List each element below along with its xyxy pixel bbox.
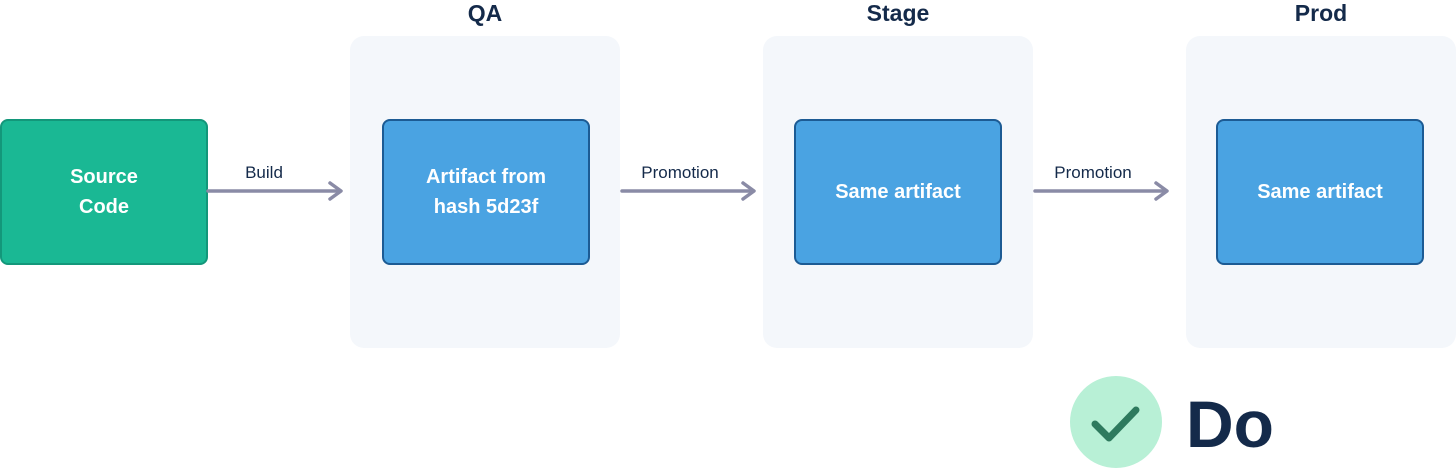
promotion-edge-label-1: Promotion [641,163,719,182]
source-code-label: Source Code [70,166,138,218]
promotion-edge-label-2: Promotion [1054,163,1132,182]
stage-label-stage: Stage [866,0,930,26]
build-edge-label: Build [245,163,283,182]
stage-label-qa: QA [467,0,503,26]
promotion-arrow-qa-to-stage [620,181,756,201]
promotion-arrow-stage-to-prod [1033,181,1169,201]
prod-artifact-node: Same artifact [1216,119,1424,265]
verdict-label: Do [1186,387,1274,461]
stage-label-prod: Prod [1294,0,1348,26]
qa-artifact-node: Artifact from hash 5d23f [382,119,590,265]
build-arrow [206,181,343,201]
do-badge [1070,376,1162,468]
stage-artifact-node: Same artifact [794,119,1002,265]
stage-artifact-label: Same artifact [835,181,961,203]
source-code-node: Source Code [0,119,208,265]
prod-artifact-label: Same artifact [1257,181,1383,203]
qa-artifact-label: Artifact from hash 5d23f [425,166,546,218]
checkmark-icon [1091,406,1140,442]
